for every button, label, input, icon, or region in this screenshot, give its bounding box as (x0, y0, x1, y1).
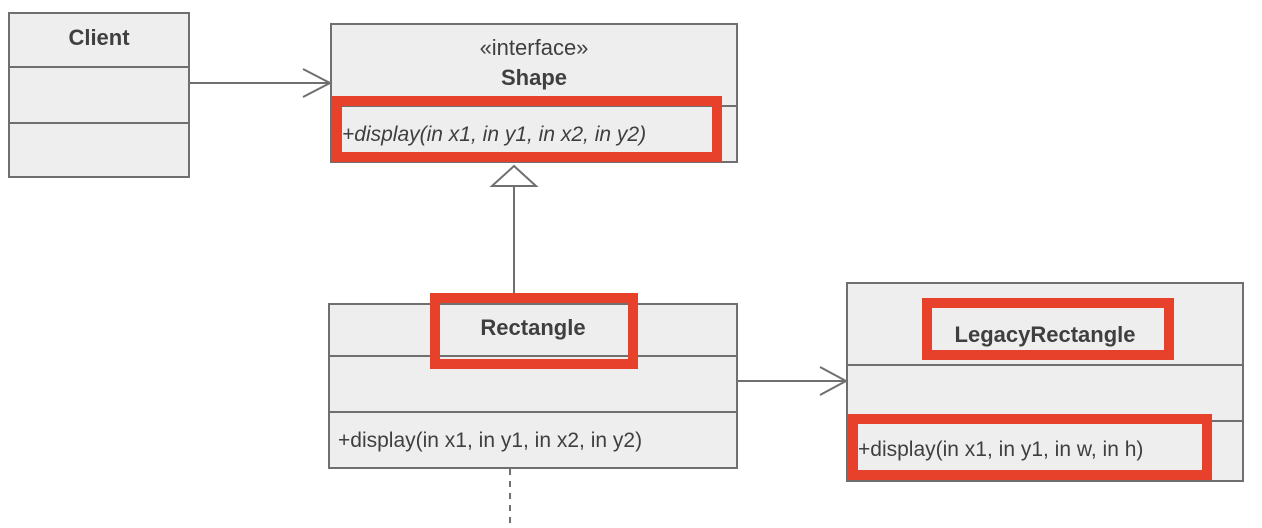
highlight-legacy-display (848, 414, 1212, 480)
highlight-shape-display (332, 96, 722, 162)
legacy-display-operation: +display(in x1, in y1, in w, in h) (858, 438, 1144, 461)
client-name-compartment: Client (10, 14, 188, 66)
rectangle-attributes-compartment (330, 355, 736, 411)
shape-stereotype: «interface» (479, 35, 589, 60)
rectangle-display-operation: +display(in x1, in y1, in x2, in y2) (338, 429, 643, 452)
shape-operations-compartment: +display(in x1, in y1, in x2, in y2) (332, 105, 736, 161)
shape-class-name: Shape (500, 65, 568, 90)
legacy-class-name: LegacyRectangle (954, 322, 1136, 347)
highlight-rectangle-name (430, 293, 638, 369)
shape-display-operation: +display(in x1, in y1, in x2, in y2) (342, 123, 647, 146)
client-operations-compartment (10, 122, 188, 176)
client-class-name: Client (68, 25, 130, 50)
legacy-attributes-compartment (848, 364, 1242, 420)
client-attributes-compartment (10, 66, 188, 122)
highlight-legacy-name (922, 298, 1174, 360)
rectangle-class[interactable]: Rectangle +display(in x1, in y1, in x2, … (328, 303, 738, 469)
legacy-rectangle-class[interactable]: LegacyRectangle +display(in x1, in y1, i… (846, 282, 1244, 482)
shape-name-compartment: «interface» Shape (332, 25, 736, 105)
shape-interface[interactable]: «interface» Shape +display(in x1, in y1,… (330, 23, 738, 163)
client-class[interactable]: Client (8, 12, 190, 178)
realization-triangle-head (489, 164, 539, 187)
legacy-name-compartment: LegacyRectangle (848, 284, 1242, 364)
rectangle-name-compartment: Rectangle (330, 305, 736, 355)
rectangle-class-name: Rectangle (480, 315, 586, 340)
rectangle-operations-compartment: +display(in x1, in y1, in x2, in y2) (330, 411, 736, 467)
